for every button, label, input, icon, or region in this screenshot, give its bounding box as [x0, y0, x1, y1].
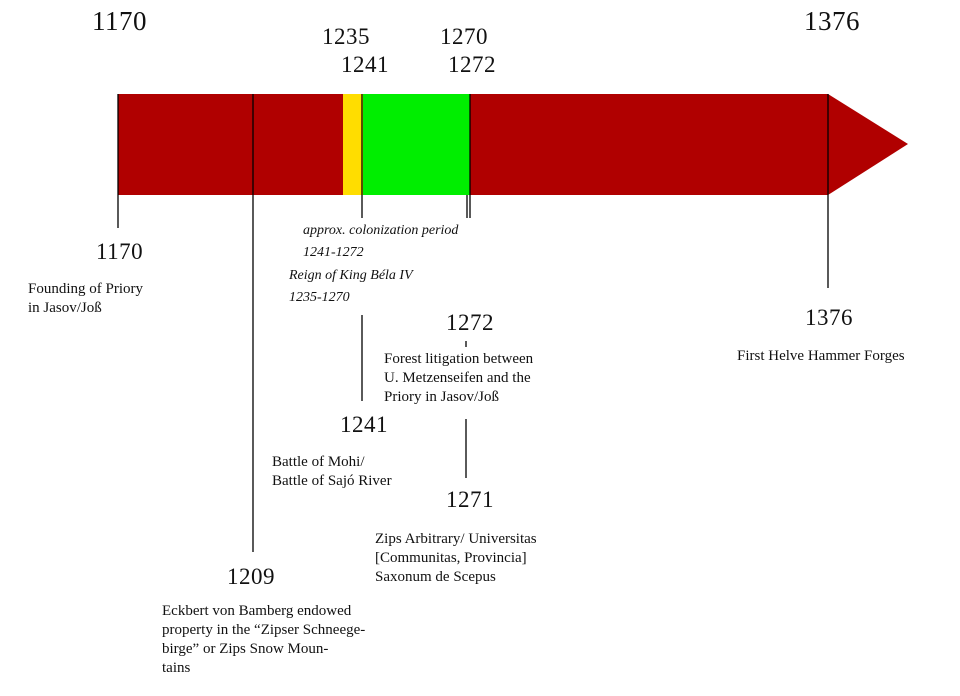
colonization-period-range: 1241-1272	[303, 245, 364, 260]
event-desc-line: First Helve Hammer Forges	[737, 348, 905, 364]
bela-reign-range: 1235-1270	[289, 290, 350, 305]
event-desc-1272: Forest litigation between U. Metzenseife…	[384, 350, 533, 407]
event-desc-1271: Zips Arbitrary/ Universitas [Communitas,…	[375, 530, 537, 587]
top-year-end: 1376	[804, 6, 860, 36]
timeline-arrowhead	[828, 94, 908, 195]
colonization-segment	[363, 94, 470, 195]
event-desc-1241: Battle of Mohi/ Battle of Sajó River	[272, 453, 392, 491]
event-desc-line: Priory in Jasov/Joß	[384, 389, 500, 405]
event-year-1272: 1272	[446, 310, 494, 335]
event-desc-line: Eckbert von Bamberg endowed	[162, 603, 352, 619]
event-desc-line: birge” or Zips Snow Moun-	[162, 641, 329, 657]
top-year-colonization-end: 1272	[448, 52, 496, 77]
bela-reign-title: Reign of King Béla IV	[289, 268, 413, 283]
event-year-1209: 1209	[227, 564, 275, 589]
top-year-bela-end: 1270	[440, 24, 488, 49]
colonization-period-title: approx. colonization period	[303, 223, 459, 238]
event-desc-line: tains	[162, 660, 191, 676]
event-desc-1376: First Helve Hammer Forges	[737, 347, 905, 366]
event-desc-line: in Jasov/Joß	[28, 300, 102, 316]
event-year-1376: 1376	[805, 305, 853, 330]
event-desc-line: Forest litigation between	[384, 351, 534, 367]
event-desc-line: Battle of Mohi/	[272, 454, 365, 470]
event-desc-line: property in the “Zipser Schneege-	[162, 622, 366, 638]
top-year-bela-start: 1235	[322, 24, 370, 49]
event-desc-line: Founding of Priory	[28, 281, 144, 297]
event-desc-line: U. Metzenseifen and the	[384, 370, 531, 386]
event-desc-1209: Eckbert von Bamberg endowed property in …	[162, 602, 365, 678]
top-year-start: 1170	[92, 6, 147, 36]
event-desc-line: [Communitas, Provincia]	[375, 550, 527, 566]
bela-reign-segment	[343, 94, 363, 195]
event-year-1241: 1241	[340, 412, 388, 437]
top-year-battle: 1241	[341, 52, 389, 77]
event-desc-line: Zips Arbitrary/ Universitas	[375, 531, 537, 547]
event-year-1170: 1170	[96, 239, 144, 264]
event-year-1271: 1271	[446, 487, 494, 512]
event-desc-line: Battle of Sajó River	[272, 473, 392, 489]
event-desc-line: Saxonum de Scepus	[375, 569, 496, 585]
timeline-bar	[118, 94, 828, 195]
event-desc-1170: Founding of Priory in Jasov/Joß	[28, 280, 143, 318]
